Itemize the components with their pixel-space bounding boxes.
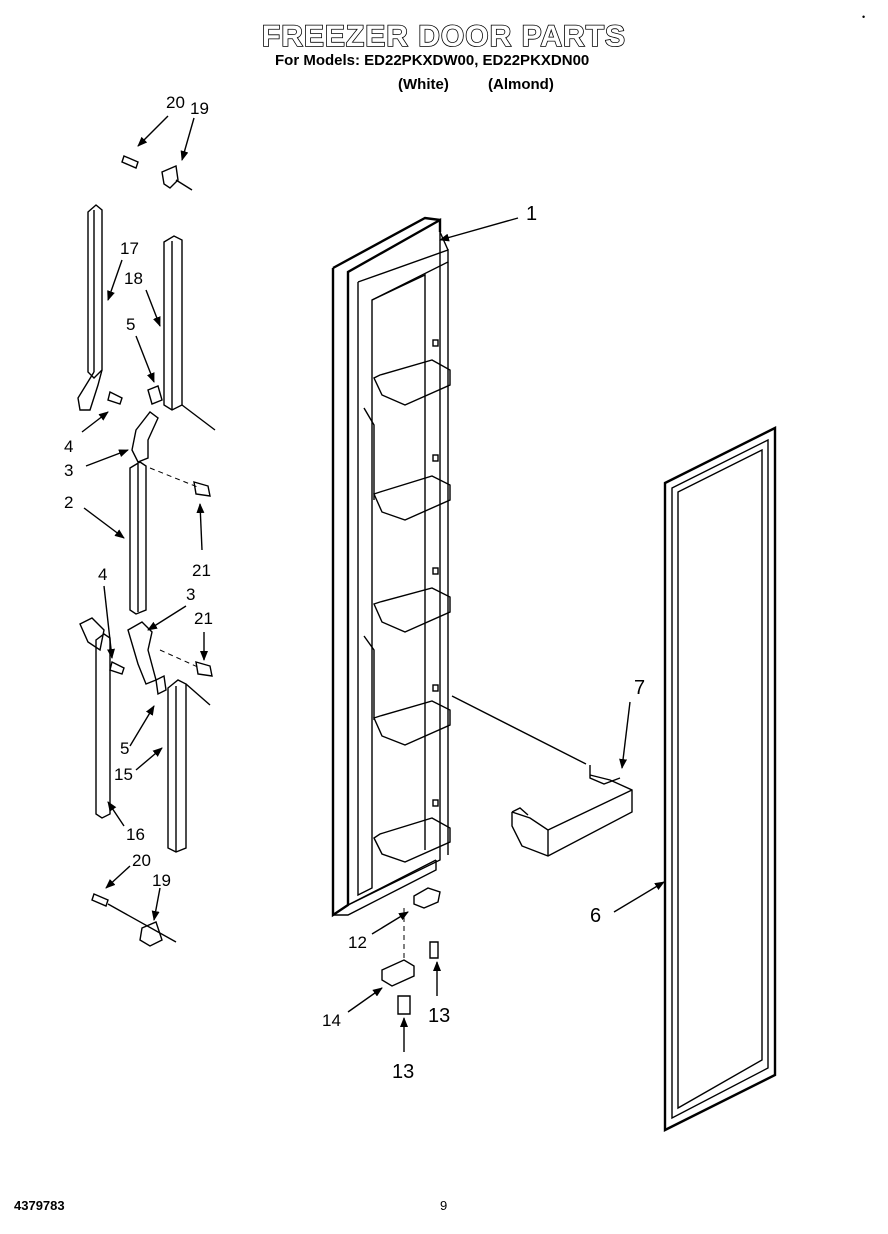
callout-7: 7: [634, 677, 645, 699]
callout-3-a: 3: [64, 461, 73, 480]
bottom-hinge-parts: [381, 887, 441, 1015]
callout-5-b: 5: [120, 739, 129, 758]
page-title: FREEZER DOOR PARTS: [261, 19, 627, 54]
callout-3-b: 3: [186, 585, 195, 604]
callout-2: 2: [64, 493, 73, 512]
callout-14: 14: [322, 1011, 341, 1030]
callout-18: 18: [124, 269, 143, 288]
callout-leaders: [81, 115, 665, 1052]
callout-6: 6: [590, 905, 601, 927]
callout-19-a: 19: [190, 99, 209, 118]
door-gasket: [663, 426, 777, 1132]
callout-13-a: 13: [428, 1005, 450, 1027]
callout-16: 16: [126, 825, 145, 844]
corner-mark: •: [862, 12, 866, 22]
freezer-door: [331, 216, 451, 918]
callout-20-a: 20: [166, 93, 185, 112]
models-line: For Models: ED22PKXDW00, ED22PKXDN00: [275, 52, 590, 69]
callout-21-b: 21: [194, 609, 213, 628]
page-number: 9: [440, 1198, 448, 1213]
callout-1: 1: [526, 203, 537, 225]
callout-4-a: 4: [64, 437, 73, 456]
callout-15: 15: [114, 765, 133, 784]
callout-13-b: 13: [392, 1061, 414, 1083]
document-number: 4379783: [14, 1198, 65, 1213]
callout-4-b: 4: [98, 565, 107, 584]
callout-19-b: 19: [152, 871, 171, 890]
callout-5-a: 5: [126, 315, 135, 334]
variant-almond-label: (Almond): [488, 76, 554, 93]
hinge-assembly: [77, 155, 216, 947]
callout-20-b: 20: [132, 851, 151, 870]
callout-17: 17: [120, 239, 139, 258]
callout-12: 12: [348, 933, 367, 952]
variant-white-label: (White): [398, 76, 449, 93]
door-bin: [511, 765, 633, 857]
callout-21-a: 21: [192, 561, 211, 580]
